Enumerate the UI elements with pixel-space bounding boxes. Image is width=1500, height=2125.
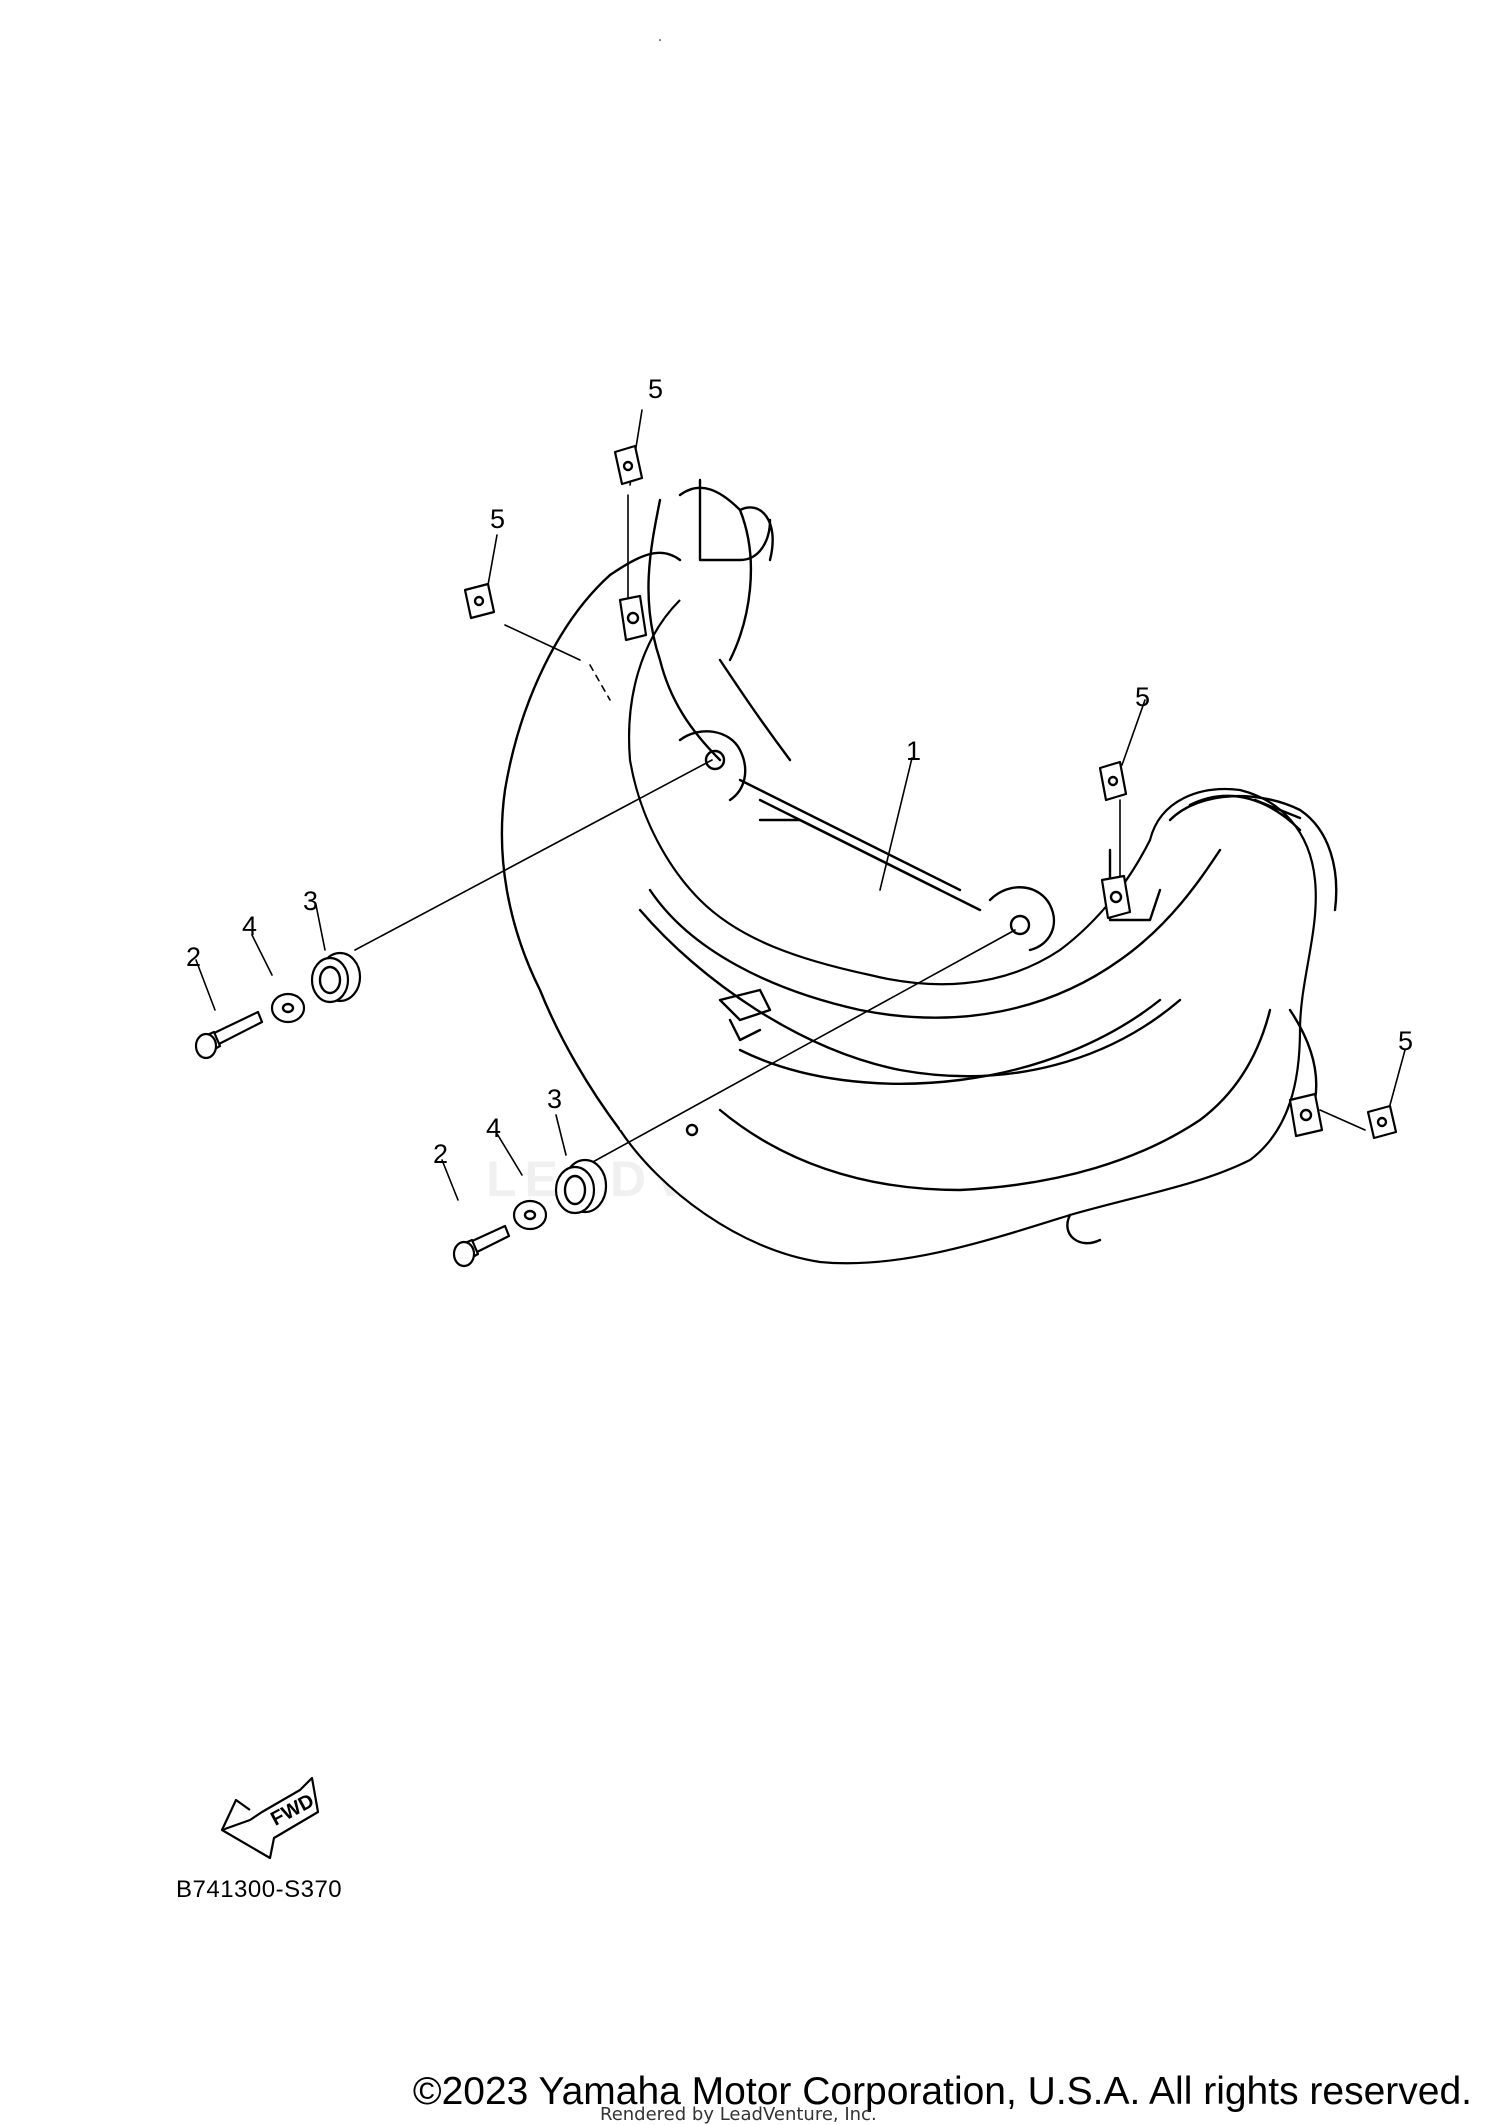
washer-lower[interactable] [512, 1199, 548, 1231]
callout-5-far-right: 5 [1398, 1026, 1413, 1056]
headlight-housing[interactable] [500, 478, 1338, 1265]
callout-2-lower: 2 [433, 1139, 448, 1169]
washer-upper[interactable] [270, 992, 306, 1024]
grommet-lower[interactable] [554, 1158, 608, 1215]
callout-5-top: 5 [648, 374, 663, 404]
callout-3-upper: 3 [303, 886, 318, 916]
bolt-lower[interactable] [452, 1224, 511, 1268]
clip-nut-upper-left[interactable] [463, 582, 496, 620]
clip-nut-far-right[interactable] [1288, 1092, 1398, 1140]
callout-5-upper-left: 5 [490, 504, 505, 534]
callout-4-upper: 4 [242, 911, 257, 941]
diagram-code: B741300-S370 [176, 1876, 343, 1903]
rendered-by-notice: Rendered by LeadVenture, Inc. [600, 2104, 877, 2125]
callout-5-right: 5 [1135, 682, 1150, 712]
grommet-upper[interactable] [310, 951, 362, 1004]
callout-4-lower: 4 [486, 1113, 501, 1143]
leader-lines [195, 39, 1406, 1201]
callout-3-lower: 3 [547, 1084, 562, 1114]
callout-2-upper: 2 [186, 942, 201, 972]
clip-nut-top[interactable] [613, 444, 648, 642]
fwd-arrow-icon: FWD [220, 1776, 320, 1860]
bolt-upper[interactable] [194, 1010, 264, 1060]
copyright-notice: ©2023 Yamaha Motor Corporation, U.S.A. A… [412, 2070, 1472, 2113]
callout-1: 1 [906, 736, 921, 766]
clip-nut-right[interactable] [1098, 760, 1132, 920]
